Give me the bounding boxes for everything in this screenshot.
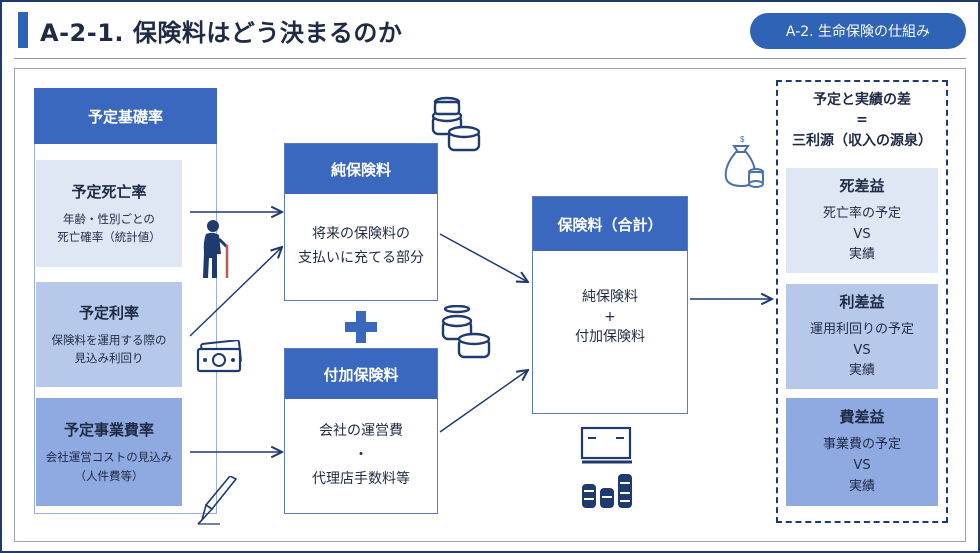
money-bag-icon: $ [724, 136, 764, 188]
base-rates-header: 予定基礎率 [34, 88, 217, 144]
loading-premium-body: 会社の運営費 ・ 代理店手数料等 [285, 399, 437, 513]
loading-premium-header: 付加保険料 [285, 349, 437, 399]
three-sources-heading: 予定と実績の差 = 三利源（収入の源泉） [778, 90, 946, 151]
coin-stack-icon [431, 96, 481, 152]
content-panel [14, 68, 966, 542]
interest-gain-line-3: 実績 [848, 363, 875, 379]
expense-gain-title: 費差益 [839, 408, 885, 427]
expected-interest-box: 予定利率 保険料を運用する際の 見込み利回り [36, 282, 182, 387]
expected-interest-title: 予定利率 [78, 303, 139, 322]
expected-mortality-box: 予定死亡率 年齢・性別ごとの 死亡確率（統計値） [36, 160, 182, 267]
total-premium-body: 純保険料 + 付加保険料 [533, 251, 687, 413]
elderly-person-icon [203, 220, 229, 278]
total-line-3: 付加保険料 [575, 329, 645, 346]
svg-text:$: $ [740, 136, 745, 144]
title-divider [14, 58, 966, 59]
expected-interest-desc-2: 見込み利回り [74, 351, 144, 365]
expected-mortality-desc-1: 年齢・性別ごとの [63, 211, 155, 226]
expense-gain-line-1: 事業費の予定 [822, 437, 901, 453]
loading-premium-box: 付加保険料 会社の運営費 ・ 代理店手数料等 [284, 348, 438, 514]
three-sources-head-1: 予定と実績の差 [813, 92, 911, 108]
expense-gain-line-2: VS [853, 458, 871, 474]
expected-mortality-title: 予定死亡率 [71, 182, 147, 201]
pure-premium-line-1: 将来の保険料の [312, 226, 410, 243]
three-sources-head-2: = [856, 112, 868, 129]
expected-expense-desc-2: （人件費等） [74, 468, 144, 483]
cash-and-coins-icon [580, 426, 632, 508]
pure-premium-body: 将来の保険料の 支払いに充てる部分 [285, 194, 437, 300]
total-line-2: + [604, 308, 616, 325]
mortality-gain-title: 死差益 [839, 176, 885, 195]
expense-gain-box: 費差益 事業費の予定 VS 実績 [786, 398, 938, 506]
expected-mortality-desc-2: 死亡確率（統計値） [57, 230, 161, 244]
loading-premium-line-3: 代理店手数料等 [312, 470, 410, 487]
mortality-gain-line-2: VS [853, 226, 871, 242]
interest-gain-line-1: 運用利回りの予定 [809, 321, 914, 337]
mortality-gain-line-3: 実績 [848, 247, 875, 263]
expected-expense-title: 予定事業費率 [63, 421, 154, 440]
expense-gain-line-3: 実績 [848, 478, 875, 494]
fountain-pen-icon [197, 476, 238, 525]
three-sources-frame [776, 80, 948, 523]
expected-expense-box: 予定事業費率 会社運営コストの見込み （人件費等） [36, 398, 182, 506]
loading-premium-line-1: 会社の運営費 [319, 423, 403, 440]
expected-interest-desc-1: 保険料を運用する際の [51, 332, 167, 347]
expected-expense-desc-1: 会社運営コストの見込み [45, 450, 173, 465]
three-sources-head-3: 三利源（収入の源泉） [792, 132, 932, 149]
mortality-gain-line-1: 死亡率の予定 [822, 205, 901, 221]
total-premium-header: 保険料（合計） [533, 197, 687, 251]
pure-premium-line-2: 支払いに充てる部分 [298, 250, 424, 266]
interest-gain-title: 利差益 [839, 292, 885, 311]
section-badge[interactable]: A-2. 生命保険の仕組み [750, 13, 966, 49]
pure-premium-box: 純保険料 将来の保険料の 支払いに充てる部分 [284, 143, 438, 301]
interest-gain-box: 利差益 運用利回りの予定 VS 実績 [786, 284, 938, 389]
total-line-1: 純保険料 [582, 288, 638, 305]
loading-premium-line-2: ・ [354, 447, 368, 464]
plus-icon [345, 311, 377, 343]
banknote-icon [196, 340, 242, 373]
mortality-gain-box: 死差益 死亡率の予定 VS 実績 [786, 168, 938, 273]
coin-stack-icon [441, 305, 491, 359]
pure-premium-header: 純保険料 [285, 144, 437, 194]
page-title: A-2-1. 保険料はどう決まるのか [40, 19, 403, 47]
interest-gain-line-2: VS [853, 342, 871, 358]
total-premium-box: 保険料（合計） 純保険料 + 付加保険料 [532, 196, 688, 414]
title-accent-bar [18, 12, 28, 48]
